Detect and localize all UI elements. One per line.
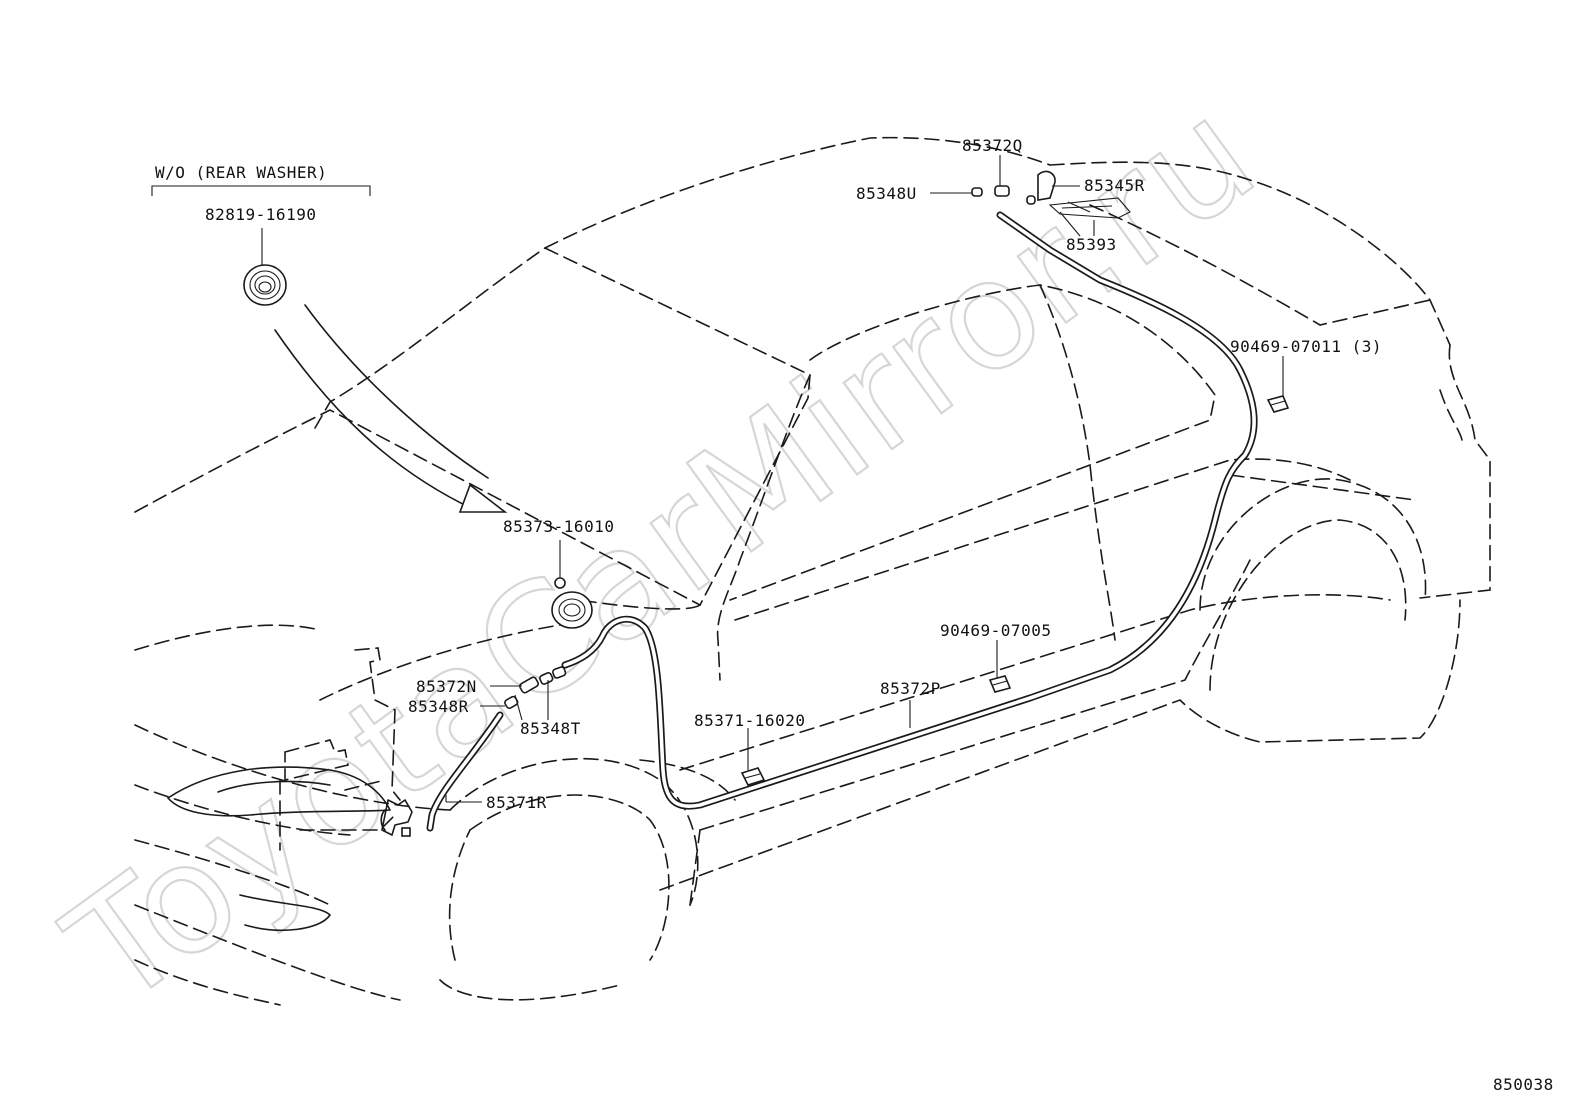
callout-90469-07005: 90469-07005 [940, 621, 1051, 640]
leader-lines [151, 155, 1284, 803]
callout-labels: W/O (REAR WASHER) 82819-16190 85373-1601… [155, 136, 1554, 1094]
callout-85372P: 85372P [880, 679, 941, 698]
figure-code: 850038 [1493, 1075, 1554, 1094]
callout-85393: 85393 [1066, 235, 1117, 254]
car-body-outline [134, 136, 1491, 1006]
callout-85372N: 85372N [416, 677, 477, 696]
callout-85372Q: 85372Q [962, 136, 1023, 155]
grommet-85373 [551, 577, 593, 629]
variant-box-label: W/O (REAR WASHER) [155, 163, 327, 182]
indicator-arrow [274, 304, 508, 513]
clip-90469-07005 [988, 675, 1012, 693]
clamp-85371-16020 [740, 767, 766, 786]
washer-hose [426, 211, 1258, 832]
callout-85348R: 85348R [408, 697, 469, 716]
washer-tank [279, 647, 413, 851]
front-hose-joints [504, 666, 567, 710]
callout-90469-07011: 90469-07011 (3) [1230, 337, 1382, 356]
grommet-82819 [243, 264, 287, 306]
clip-90469-07011 [1266, 395, 1290, 413]
headlight [167, 766, 391, 931]
callout-85348U: 85348U [856, 184, 917, 203]
callout-85371-16020: 85371-16020 [694, 711, 805, 730]
callout-85371R: 85371R [486, 793, 547, 812]
rear-nozzle-cluster [971, 170, 1131, 219]
callout-85345R: 85345R [1084, 176, 1145, 195]
callout-85348T: 85348T [520, 719, 581, 738]
callout-82819-16190: 82819-16190 [205, 205, 316, 224]
callout-85373-16010: 85373-16010 [503, 517, 614, 536]
